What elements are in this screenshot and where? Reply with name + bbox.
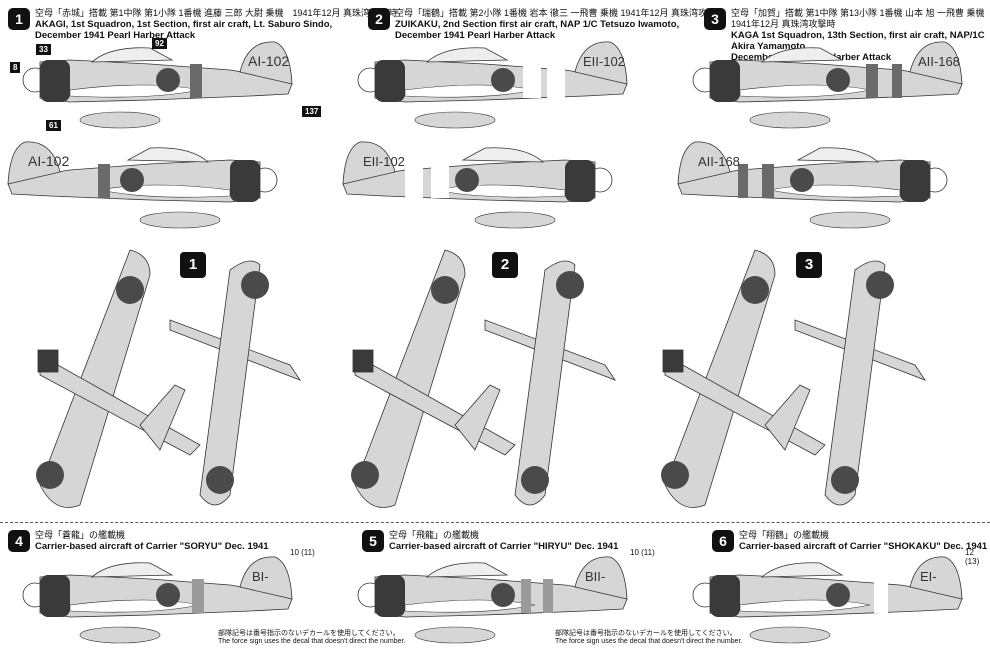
tail-callout-4: 10 (11) (290, 548, 315, 557)
plan-badge-3: 3 (796, 252, 822, 278)
scheme-3-jp: 空母「加賀」搭載 第1中隊 第13小隊 1番機 山本 旭 一飛曹 乗機 1941… (731, 8, 985, 29)
scheme-2-header: 2 空母「瑞鶴」搭載 第2小隊 1番機 岩本 徹三 一飛曹 乗機 1941年12… (368, 8, 725, 41)
tail-code: AI-102 (28, 153, 69, 169)
scheme-2-jp: 空母「瑞鶴」搭載 第2小隊 1番機 岩本 徹三 一飛曹 乗機 1941年12月 … (395, 8, 726, 18)
scheme-1-en: AKAGI, 1st Squadron, 1st Section, first … (35, 19, 333, 30)
scheme-5-side-view: BII- (357, 556, 628, 644)
scheme-6-en: Carrier-based aircraft of Carrier "SHOKA… (739, 541, 988, 552)
tail-callout-5: 10 (11) (630, 548, 655, 557)
scheme-1-badge: 1 (8, 8, 30, 30)
decal-note-2: 部隊記号は番号指示のないデカールを使用してください。The force sign… (555, 630, 743, 645)
callout-8: 8 (10, 62, 21, 73)
scheme-3-badge: 3 (704, 8, 726, 30)
scheme-2-right-side-view: EII-102 (335, 140, 655, 235)
scheme-4-en: Carrier-based aircraft of Carrier "SORYU… (35, 541, 269, 552)
scheme-2-en: ZUIKAKU, 2nd Section first air craft, NA… (395, 19, 680, 30)
scheme-5-jp: 空母「飛龍」の艦載機 (389, 530, 480, 540)
scheme-6-badge: 6 (712, 530, 734, 552)
tail-code: EI- (920, 569, 937, 584)
tail-code: EII-102 (363, 154, 405, 169)
scheme-3-right-side-view: AII-168 (670, 140, 990, 235)
scheme-1-right-side-view: AI-102 (0, 140, 320, 235)
scheme-5-en: Carrier-based aircraft of Carrier "HIRYU… (389, 541, 619, 552)
scheme-1-left-side-view: AI-102 (22, 41, 293, 129)
scheme-4-badge: 4 (8, 530, 30, 552)
scheme-6-side-view: EI- (692, 556, 963, 644)
scheme-6-jp: 空母「翔鶴」の艦載機 (739, 530, 830, 540)
decal-note-1: 部隊記号は番号指示のないデカールを使用してください。The force sign… (218, 630, 406, 645)
scheme-2-badge: 2 (368, 8, 390, 30)
scheme-4-jp: 空母「蒼龍」の艦載機 (35, 530, 126, 540)
tail-code: BII- (585, 569, 605, 584)
callout-137: 137 (302, 106, 322, 117)
scheme-5-badge: 5 (362, 530, 384, 552)
tail-code: EII-102 (583, 54, 625, 69)
tail-code: BI- (252, 569, 269, 584)
tail-code: AII-168 (918, 54, 960, 69)
plan-badge-1: 1 (180, 252, 206, 278)
plan-badge-2: 2 (492, 252, 518, 278)
callout-33: 33 (36, 44, 51, 55)
plan-views (36, 249, 926, 508)
scheme-3-left-side-view: AII-168 (692, 41, 963, 129)
tail-code: AII-168 (698, 154, 740, 169)
callout-61: 61 (46, 120, 61, 131)
scheme-1-header: 1 空母「赤城」搭載 第1中隊 第1小隊 1番機 進藤 三郎 大尉 乗機 194… (8, 8, 397, 41)
section-divider (0, 522, 990, 523)
tail-callout-6: 12 (13) (965, 548, 980, 566)
scheme-2-left-side-view: EII-102 (357, 41, 628, 129)
scheme-3-en: KAGA 1st Squadron, 13th Section, first a… (731, 30, 985, 52)
scheme-1-en2: December 1941 Pearl Harber Attack (35, 30, 196, 41)
callout-92: 92 (152, 38, 167, 49)
scheme-4-side-view: BI- (22, 556, 293, 644)
tail-code: AI-102 (248, 53, 289, 69)
scheme-2-en2: December 1941 Pearl Harber Attack (395, 30, 556, 41)
scheme-1-jp: 空母「赤城」搭載 第1中隊 第1小隊 1番機 進藤 三郎 大尉 乗機 1941年… (35, 8, 398, 18)
